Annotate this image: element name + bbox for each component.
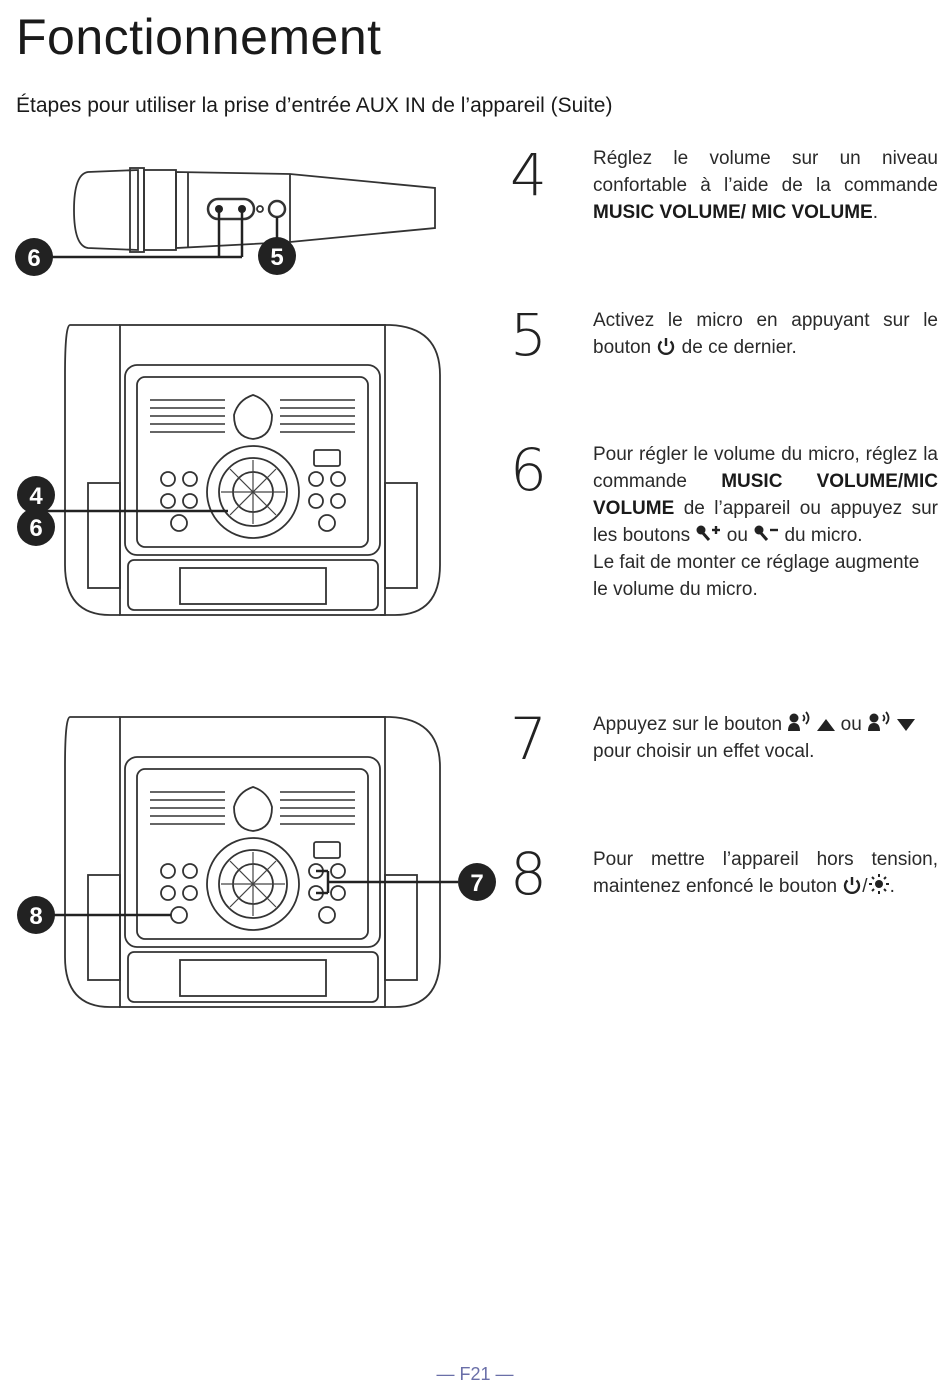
page-subtitle: Étapes pour utiliser la prise d’entrée A… — [16, 94, 613, 117]
svg-text:5: 5 — [270, 244, 283, 271]
power-icon — [844, 877, 861, 895]
microphone-illustration: 6 5 — [15, 167, 436, 276]
step-5-number: 5 — [510, 301, 547, 369]
page-footer: — F21 — — [436, 1364, 514, 1384]
step-7-text: Appuyez sur le bouton ou pour choisir un… — [593, 711, 938, 765]
step-6-note: Le fait de monter ce réglage augmente le… — [593, 552, 920, 600]
step-6-number: 6 — [510, 436, 547, 504]
speaker-unit-illustration-1: 4 6 — [17, 324, 441, 616]
mic-minus-icon — [754, 525, 779, 541]
mic-plus-icon — [696, 525, 721, 541]
svg-text:6: 6 — [27, 245, 40, 272]
speaker-unit-illustration-2: 7 8 — [17, 716, 496, 1008]
voice-effect-down-icon — [868, 711, 916, 731]
step-5-text: Activez le micro en appuyant sur le bout… — [593, 310, 938, 358]
svg-text:4: 4 — [29, 483, 43, 510]
callout-7-unit: 7 — [458, 863, 496, 901]
step-4-text: Réglez le volume sur un niveau confortab… — [593, 148, 938, 223]
step-8-number: 8 — [510, 840, 547, 908]
callout-4-unit: 4 — [17, 476, 55, 514]
power-icon — [658, 338, 675, 356]
callout-5-mic: 5 — [258, 237, 296, 275]
svg-text:8: 8 — [29, 903, 42, 930]
step-4-number: 4 — [510, 141, 547, 209]
voice-effect-up-icon — [788, 711, 836, 731]
callout-6-mic: 6 — [15, 238, 53, 276]
callout-8-unit: 8 — [17, 896, 55, 934]
page-title: Fonctionnement — [16, 9, 382, 65]
callout-6-unit: 6 — [17, 508, 55, 546]
step-8-text: Pour mettre l’appareil hors tension, mai… — [593, 849, 938, 897]
light-icon — [868, 874, 889, 894]
step-6-text: Pour régler le volume du micro, réglez l… — [593, 441, 938, 603]
svg-text:6: 6 — [29, 515, 42, 542]
step-7-number: 7 — [510, 705, 547, 773]
svg-text:7: 7 — [470, 870, 483, 897]
